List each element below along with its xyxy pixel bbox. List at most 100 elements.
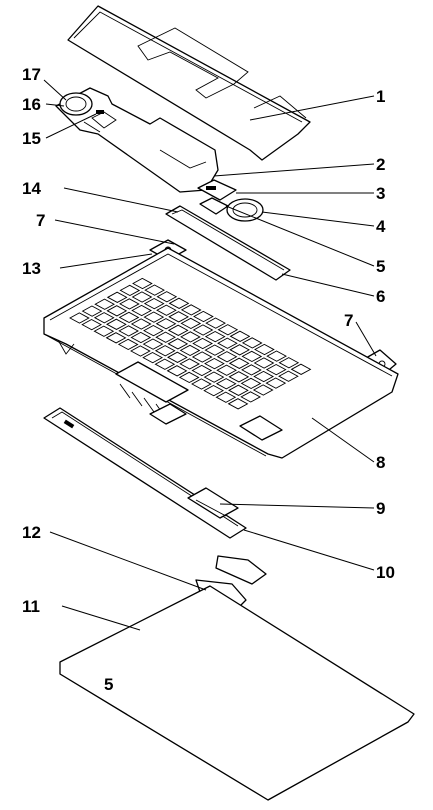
keyboard-key xyxy=(144,284,165,296)
keyboard-key xyxy=(155,331,176,343)
keyboard-key xyxy=(215,391,237,403)
keyboard-key xyxy=(142,351,163,364)
part-8-keyboard xyxy=(43,247,399,459)
keyboard-key xyxy=(266,350,287,362)
keyboard-key xyxy=(94,298,115,310)
keyboard-key xyxy=(191,378,212,390)
callout-8: 8 xyxy=(376,453,385,472)
keyboard-key xyxy=(142,338,164,350)
keyboard-key xyxy=(204,357,225,370)
keyboard-key xyxy=(132,277,153,290)
callout-3: 3 xyxy=(376,184,385,203)
keyboard-key xyxy=(130,331,152,344)
keyboard-key xyxy=(216,364,237,376)
callout-6: 6 xyxy=(376,287,385,306)
keyboard-key xyxy=(240,377,262,390)
callout-13: 13 xyxy=(22,259,41,278)
keyboard-key xyxy=(278,357,300,369)
keyboard-key xyxy=(204,344,226,356)
keyboard-key xyxy=(203,371,225,383)
part-2-middle-plate xyxy=(55,87,219,193)
keyboard-key xyxy=(204,330,226,343)
keyboard-key xyxy=(167,324,189,336)
keyboard-key xyxy=(254,343,275,356)
callout-4: 4 xyxy=(376,217,386,236)
part-4-speaker xyxy=(199,197,264,222)
callout-15: 15 xyxy=(22,129,41,148)
keyboard-key xyxy=(227,398,249,410)
keyboard-key xyxy=(229,344,250,356)
keyboard-key xyxy=(229,330,251,342)
keyboard-key xyxy=(130,345,151,357)
leader-lines xyxy=(43,79,377,631)
keyboard-key xyxy=(130,318,152,330)
keyboard-key xyxy=(167,351,188,363)
part-3-bracket xyxy=(197,179,237,201)
keyboard-key xyxy=(117,338,139,351)
keyboard-key xyxy=(154,358,176,370)
keyboard-key xyxy=(179,358,200,370)
keyboard-key xyxy=(241,364,262,376)
keyboard-key xyxy=(156,291,178,303)
keyboard-key xyxy=(143,324,164,337)
keyboard-key xyxy=(265,363,287,376)
part-6-strip xyxy=(165,205,291,281)
keyboard-key xyxy=(143,311,165,323)
part-9-connector xyxy=(187,487,239,519)
part-10-bottom-bar xyxy=(43,407,247,539)
callout-labels: 1 2 3 4 5 6 7 7 8 9 10 11 12 13 14 15 16… xyxy=(22,65,395,694)
keyboard-key xyxy=(217,324,239,336)
keyboard-key xyxy=(180,304,202,316)
keyboard-key xyxy=(168,297,190,309)
keyboard-key xyxy=(290,363,312,375)
keyboard-key xyxy=(154,345,176,357)
keyboard-key xyxy=(156,304,177,316)
keyboard-key xyxy=(119,298,140,310)
keyboard-key xyxy=(180,331,201,343)
keyboard-key xyxy=(93,312,115,324)
keyboard-key xyxy=(253,370,274,383)
callout-11: 11 xyxy=(22,597,40,616)
keyboard-key xyxy=(118,325,139,337)
callout-12: 12 xyxy=(22,523,41,542)
keyboard-key xyxy=(118,311,140,324)
keyboard-key xyxy=(106,305,128,317)
keyboard-key xyxy=(105,332,127,344)
keyboard-key xyxy=(228,371,250,383)
keyboard-key xyxy=(179,344,201,357)
keyboard-key xyxy=(215,378,237,390)
keyboard-key xyxy=(192,337,213,350)
keyboard-key xyxy=(81,305,103,317)
callout-5-bottom: 5 xyxy=(104,675,113,694)
callout-9: 9 xyxy=(376,499,385,518)
keyboard-key xyxy=(265,377,287,389)
callout-1: 1 xyxy=(376,87,385,106)
callout-7-left: 7 xyxy=(36,211,45,230)
callout-14: 14 xyxy=(22,179,41,198)
keyboard-key xyxy=(119,284,141,297)
keyboard-key xyxy=(191,351,213,363)
keyboard-key xyxy=(228,384,249,396)
keyboard-key xyxy=(168,311,189,323)
keyboard-key xyxy=(240,391,261,403)
keyboard-key xyxy=(228,357,250,369)
keyboard-key xyxy=(217,337,238,349)
keyboard-key xyxy=(216,351,238,363)
callout-10: 10 xyxy=(376,563,395,582)
keyboard-key xyxy=(106,291,128,303)
keyboard-key xyxy=(178,371,200,384)
keyboard-key xyxy=(143,297,165,310)
keyboard-key xyxy=(205,317,226,329)
callout-17: 17 xyxy=(22,65,41,84)
keyboard-key xyxy=(131,291,153,303)
callout-5: 5 xyxy=(376,257,385,276)
part-11-base-tray xyxy=(59,585,415,801)
keyboard-key xyxy=(203,384,224,397)
callout-16: 16 xyxy=(22,95,41,114)
keyboard-key xyxy=(180,317,202,330)
keyboard-key xyxy=(253,357,275,369)
keyboard-keys xyxy=(69,277,312,410)
keyboard-key xyxy=(166,365,188,377)
keyboard-key xyxy=(193,310,214,323)
